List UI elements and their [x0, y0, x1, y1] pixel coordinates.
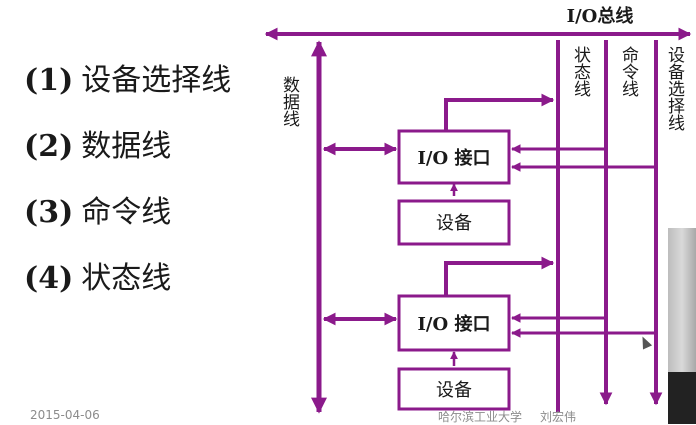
lower-device-label: 设备: [436, 380, 472, 401]
camera-photo-strip: [668, 228, 696, 424]
command-line-label: 命令线: [618, 46, 639, 97]
list-item-data: (2)数据线: [24, 121, 231, 187]
list-number: (2): [24, 129, 74, 164]
lower-interface-label: I/O 接口: [418, 313, 491, 335]
select-line-label: 设备选择线: [664, 46, 685, 131]
data-line-label: 数据线: [279, 76, 300, 127]
list-item-command: (3)命令线: [24, 187, 231, 253]
upper-device-label: 设备: [436, 213, 472, 234]
footer-institution: 哈尔滨工业大学: [438, 410, 523, 424]
list-item-device-select: (1)设备选择线: [24, 55, 231, 121]
list-number: (3): [24, 195, 74, 230]
lower-status-link: [444, 256, 555, 296]
upper-device-box: [397, 199, 511, 246]
status-line-label: 状态线: [570, 46, 591, 97]
upper-status-link: [444, 93, 555, 131]
list-item-status: (4)状态线: [24, 253, 231, 319]
list-text: 命令线: [81, 195, 172, 230]
photo-dark-region: [668, 372, 696, 424]
footer-author: 刘宏伟: [540, 410, 577, 424]
bus-label: I/O总线: [567, 5, 634, 27]
upper-io-interface-box: [397, 129, 511, 185]
lower-device-box: [397, 367, 511, 411]
list-text: 数据线: [81, 129, 172, 164]
list-number: (1): [24, 63, 74, 98]
lower-io-interface-box: [397, 294, 511, 352]
list-text: 状态线: [81, 261, 172, 296]
footer-date: 2015-04-06: [30, 408, 100, 422]
list-text: 设备选择线: [81, 63, 232, 98]
upper-interface-label: I/O 接口: [418, 147, 491, 169]
line-type-list: (1)设备选择线 (2)数据线 (3)命令线 (4)状态线: [24, 55, 231, 319]
list-number: (4): [24, 261, 74, 296]
